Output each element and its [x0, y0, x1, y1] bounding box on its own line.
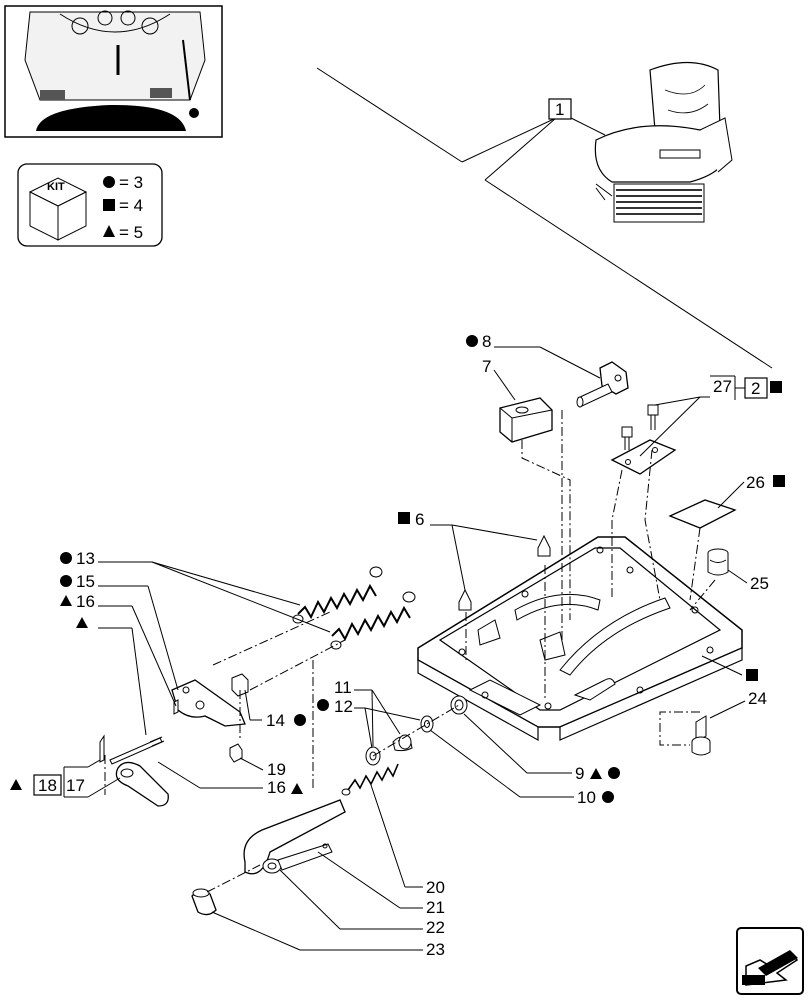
callout-12: 12 [334, 697, 353, 716]
callout-8: 8 [482, 332, 491, 351]
assembly-centerlines [104, 410, 716, 893]
triangle-symbol-icon [10, 779, 22, 790]
callout-16-top: 16 [76, 592, 95, 611]
part-13-springs [292, 566, 416, 650]
triangle-symbol-icon [76, 617, 88, 628]
part-24-bolt [691, 715, 711, 756]
callout-6: 6 [415, 510, 424, 529]
callout-26: 26 [746, 473, 765, 492]
callout-15: 15 [76, 572, 95, 591]
triangle-symbol-icon [103, 225, 115, 237]
part-14-clip [231, 673, 249, 697]
callout-17: 17 [66, 776, 85, 795]
callout-21: 21 [426, 898, 445, 917]
part-17-handle [115, 761, 169, 807]
part-19-screw [229, 743, 243, 763]
kit-legend: KIT = 3 = 4 = 5 [17, 163, 163, 247]
part-27-plate [610, 404, 677, 475]
callout-19: 19 [267, 760, 286, 779]
triangle-symbol-icon [291, 783, 303, 794]
callout-10: 10 [577, 788, 596, 807]
circle-symbol-icon [60, 575, 72, 587]
callout-9: 9 [575, 764, 584, 783]
callout-2: 2 [751, 379, 760, 398]
part-8-bracket [576, 361, 629, 408]
part-21-22-link [243, 799, 346, 875]
circle-symbol-icon [60, 552, 72, 564]
callout-13: 13 [76, 549, 95, 568]
part-7-block [499, 397, 553, 443]
kit-triangle-qty: = 5 [119, 223, 143, 242]
callout-7: 7 [482, 357, 491, 376]
triangle-symbol-icon [60, 595, 72, 606]
callout-23: 23 [426, 940, 445, 959]
callout-18: 18 [38, 776, 57, 795]
part-6-pins [458, 534, 551, 611]
part-23-bushing [191, 888, 217, 916]
kit-square-qty: = 4 [119, 196, 143, 215]
square-symbol-icon [103, 199, 115, 211]
circle-symbol-icon [294, 714, 306, 726]
circle-symbol-icon [466, 335, 478, 347]
callout-22: 22 [426, 918, 445, 937]
part-20-spring [347, 763, 399, 791]
callout-27: 27 [713, 377, 732, 396]
square-symbol-icon [746, 669, 758, 681]
circle-symbol-icon [608, 767, 620, 779]
tractor-cab-thumbnail [4, 5, 223, 138]
callout-1: 1 [555, 100, 564, 119]
callout-20: 20 [426, 878, 445, 897]
kit-circle-qty: = 3 [119, 173, 143, 192]
part-15-lever-bracket [171, 679, 246, 727]
callout-16-bottom: 16 [267, 778, 286, 797]
callout-11: 11 [334, 678, 352, 697]
part-25-bumper [707, 548, 729, 576]
next-page-arrow-icon[interactable] [736, 927, 804, 995]
seat-assembly [594, 61, 733, 223]
kit-label: KIT [47, 181, 65, 193]
part-16-rod [99, 699, 179, 765]
callout-24: 24 [748, 689, 767, 708]
circle-symbol-icon [317, 699, 329, 711]
circle-symbol-icon [103, 176, 115, 188]
triangle-symbol-icon [590, 768, 602, 779]
square-symbol-icon [773, 475, 785, 487]
part-9-10-bushings [450, 695, 468, 715]
part-26-pad [668, 499, 737, 529]
callout-25: 25 [750, 574, 769, 593]
callout-14: 14 [266, 711, 285, 730]
circle-symbol-icon [602, 791, 614, 803]
square-symbol-icon [398, 512, 410, 524]
part-11-12-spacers [365, 715, 434, 766]
seat-base-frame [417, 536, 743, 742]
square-symbol-icon [770, 381, 782, 393]
